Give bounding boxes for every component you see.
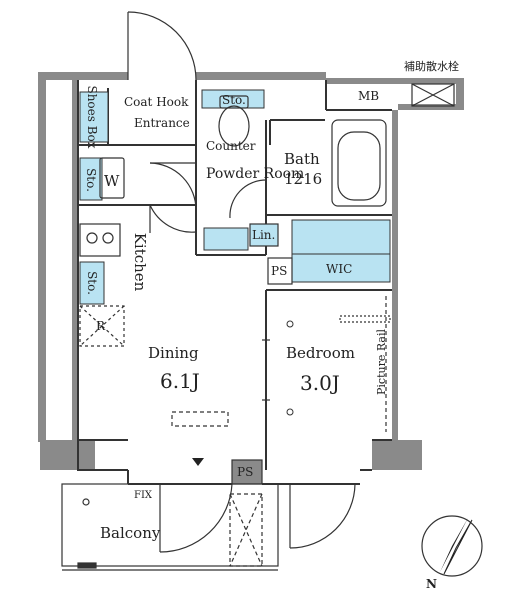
- picture-rail-label: Picture Rail: [375, 329, 388, 395]
- north-label: N: [426, 577, 437, 591]
- bedroom-label: Bedroom: [286, 344, 355, 362]
- lin-label: Lin.: [252, 228, 275, 242]
- wic-label: WIC: [326, 262, 352, 276]
- dining-size-label: 6.1J: [160, 369, 200, 393]
- bath-label: Bath: [284, 150, 320, 168]
- powder-room-label: Powder Room: [206, 166, 304, 182]
- wall-markers: [286, 320, 294, 416]
- sto-washer-label: Sto.: [84, 168, 98, 192]
- exterior-walls: [38, 72, 464, 484]
- bath-size-label: 1216: [284, 170, 322, 188]
- sto-kitchen-label: Sto.: [85, 271, 99, 295]
- counter-label: Counter: [206, 139, 256, 153]
- dining-label: Dining: [148, 344, 199, 362]
- sprinkler-label: 補助散水栓: [404, 59, 459, 73]
- sto-top-label: Sto.: [222, 93, 246, 107]
- mb-box: [411, 83, 455, 107]
- fixtures: [79, 95, 391, 485]
- mb-label: MB: [358, 89, 379, 103]
- balcony-outline: [61, 483, 279, 571]
- entrance-label: Entrance: [134, 116, 190, 130]
- ps-lower-label: PS: [237, 465, 253, 479]
- kitchen-label: Kitchen: [131, 233, 149, 292]
- balcony-label: Balcony: [100, 524, 161, 542]
- entry-arrow-icon: [192, 458, 204, 466]
- refrigerator-label: R: [96, 319, 106, 333]
- washer-label: W: [104, 172, 120, 190]
- fix-label: FIX: [134, 490, 153, 501]
- shoes-box-label: Shoes Box: [85, 85, 99, 148]
- ps-upper-label: PS: [271, 264, 287, 278]
- bedroom-size-label: 3.0J: [300, 371, 340, 395]
- coat-hook-label: Coat Hook: [124, 95, 189, 109]
- north-compass-icon: [421, 515, 483, 577]
